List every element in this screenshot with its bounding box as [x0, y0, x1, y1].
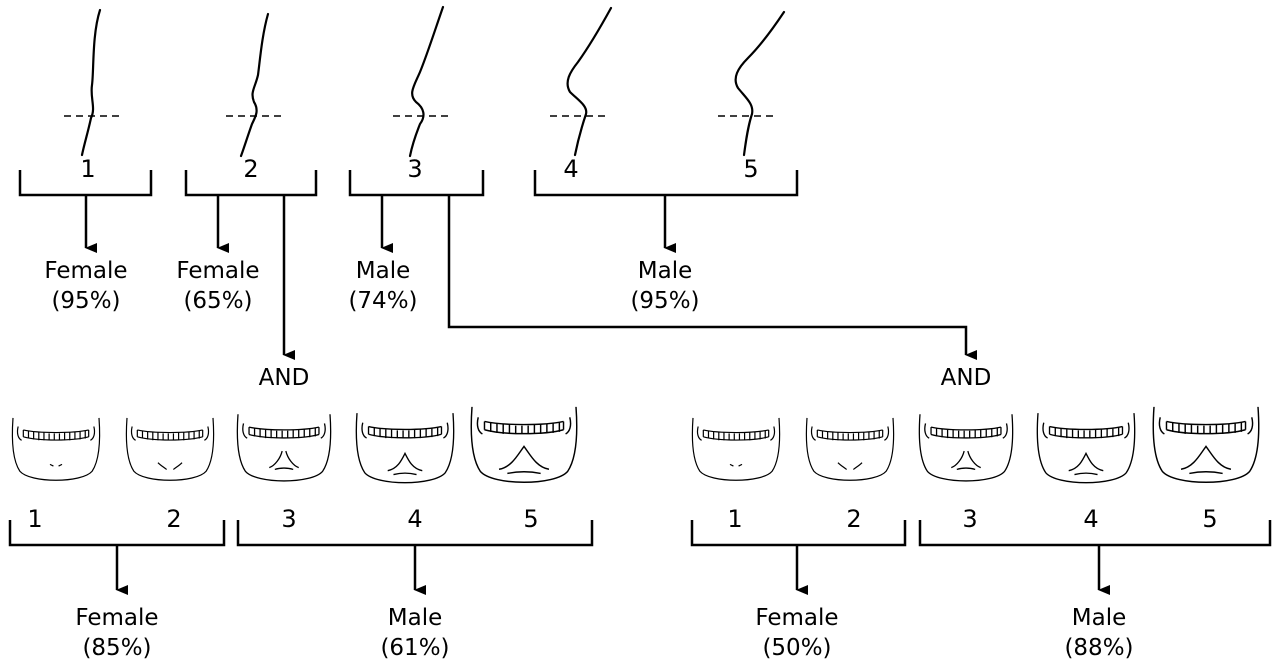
jaw-left-score-3: 3: [281, 505, 296, 533]
jaw-left-2: [126, 418, 213, 480]
jaw-right-1: [692, 418, 779, 480]
jaw-right-2: [806, 418, 893, 480]
jaw-right-4: [1037, 413, 1134, 483]
and-label-right: AND: [941, 365, 992, 391]
arrow-profile-3-to-and: [449, 195, 966, 355]
profile-5-outline: [736, 12, 784, 155]
jaw-left-male-sex: Male: [388, 605, 442, 631]
jaw-left-score-4: 4: [407, 505, 422, 533]
jaw-right-female-sex: Female: [755, 605, 838, 631]
profile-1-outline: [82, 10, 100, 155]
jaw-row-right: [692, 407, 1258, 483]
jaw-left-female-pct: (85%): [82, 635, 151, 661]
profile-score-2: 2: [243, 155, 258, 183]
profile-45-outcome-sex: Male: [638, 258, 692, 284]
and-label-left: AND: [259, 365, 310, 391]
jaw-left-score-5: 5: [523, 505, 538, 533]
profile-3-outcome-sex: Male: [356, 258, 410, 284]
profile-score-3: 3: [407, 155, 422, 183]
jaw-left-male-pct: (61%): [380, 635, 449, 661]
jaw-left-3: [237, 414, 330, 481]
profile-score-4: 4: [563, 155, 578, 183]
profile-3-outcome-pct: (74%): [348, 288, 417, 314]
jaw-left-4: [356, 413, 453, 483]
jaw-left-1: [12, 418, 99, 480]
jaw-right-male-sex: Male: [1072, 605, 1126, 631]
profile-row: [64, 7, 784, 156]
profile-2-outcome-pct: (65%): [183, 288, 252, 314]
jaw-left-female-sex: Female: [75, 605, 158, 631]
jaw-right-3: [919, 414, 1012, 481]
profile-3-outline: [410, 7, 443, 156]
profile-4-outline: [568, 8, 611, 155]
profile-1-outcome-sex: Female: [44, 258, 127, 284]
jaw-left-score-1: 1: [27, 505, 42, 533]
jaw-right-score-5: 5: [1202, 505, 1217, 533]
jaw-right-score-3: 3: [962, 505, 977, 533]
jaw-right-score-1: 1: [727, 505, 742, 533]
profile-score-5: 5: [743, 155, 758, 183]
profile-2-outline: [241, 14, 268, 156]
jaw-right-bracket-female: [692, 520, 905, 545]
jaw-right-5: [1153, 407, 1259, 482]
jaw-row-left: [12, 407, 576, 483]
jaw-right-female-pct: (50%): [762, 635, 831, 661]
profile-score-1: 1: [80, 155, 95, 183]
jaw-right-male-pct: (88%): [1064, 635, 1133, 661]
jaw-left-score-2: 2: [166, 505, 181, 533]
jaw-right-score-2: 2: [846, 505, 861, 533]
profile-45-outcome-pct: (95%): [630, 288, 699, 314]
profile-2-outcome-sex: Female: [176, 258, 259, 284]
jaw-right-score-4: 4: [1083, 505, 1098, 533]
profile-1-outcome-pct: (95%): [51, 288, 120, 314]
jaw-left-5: [471, 407, 577, 482]
